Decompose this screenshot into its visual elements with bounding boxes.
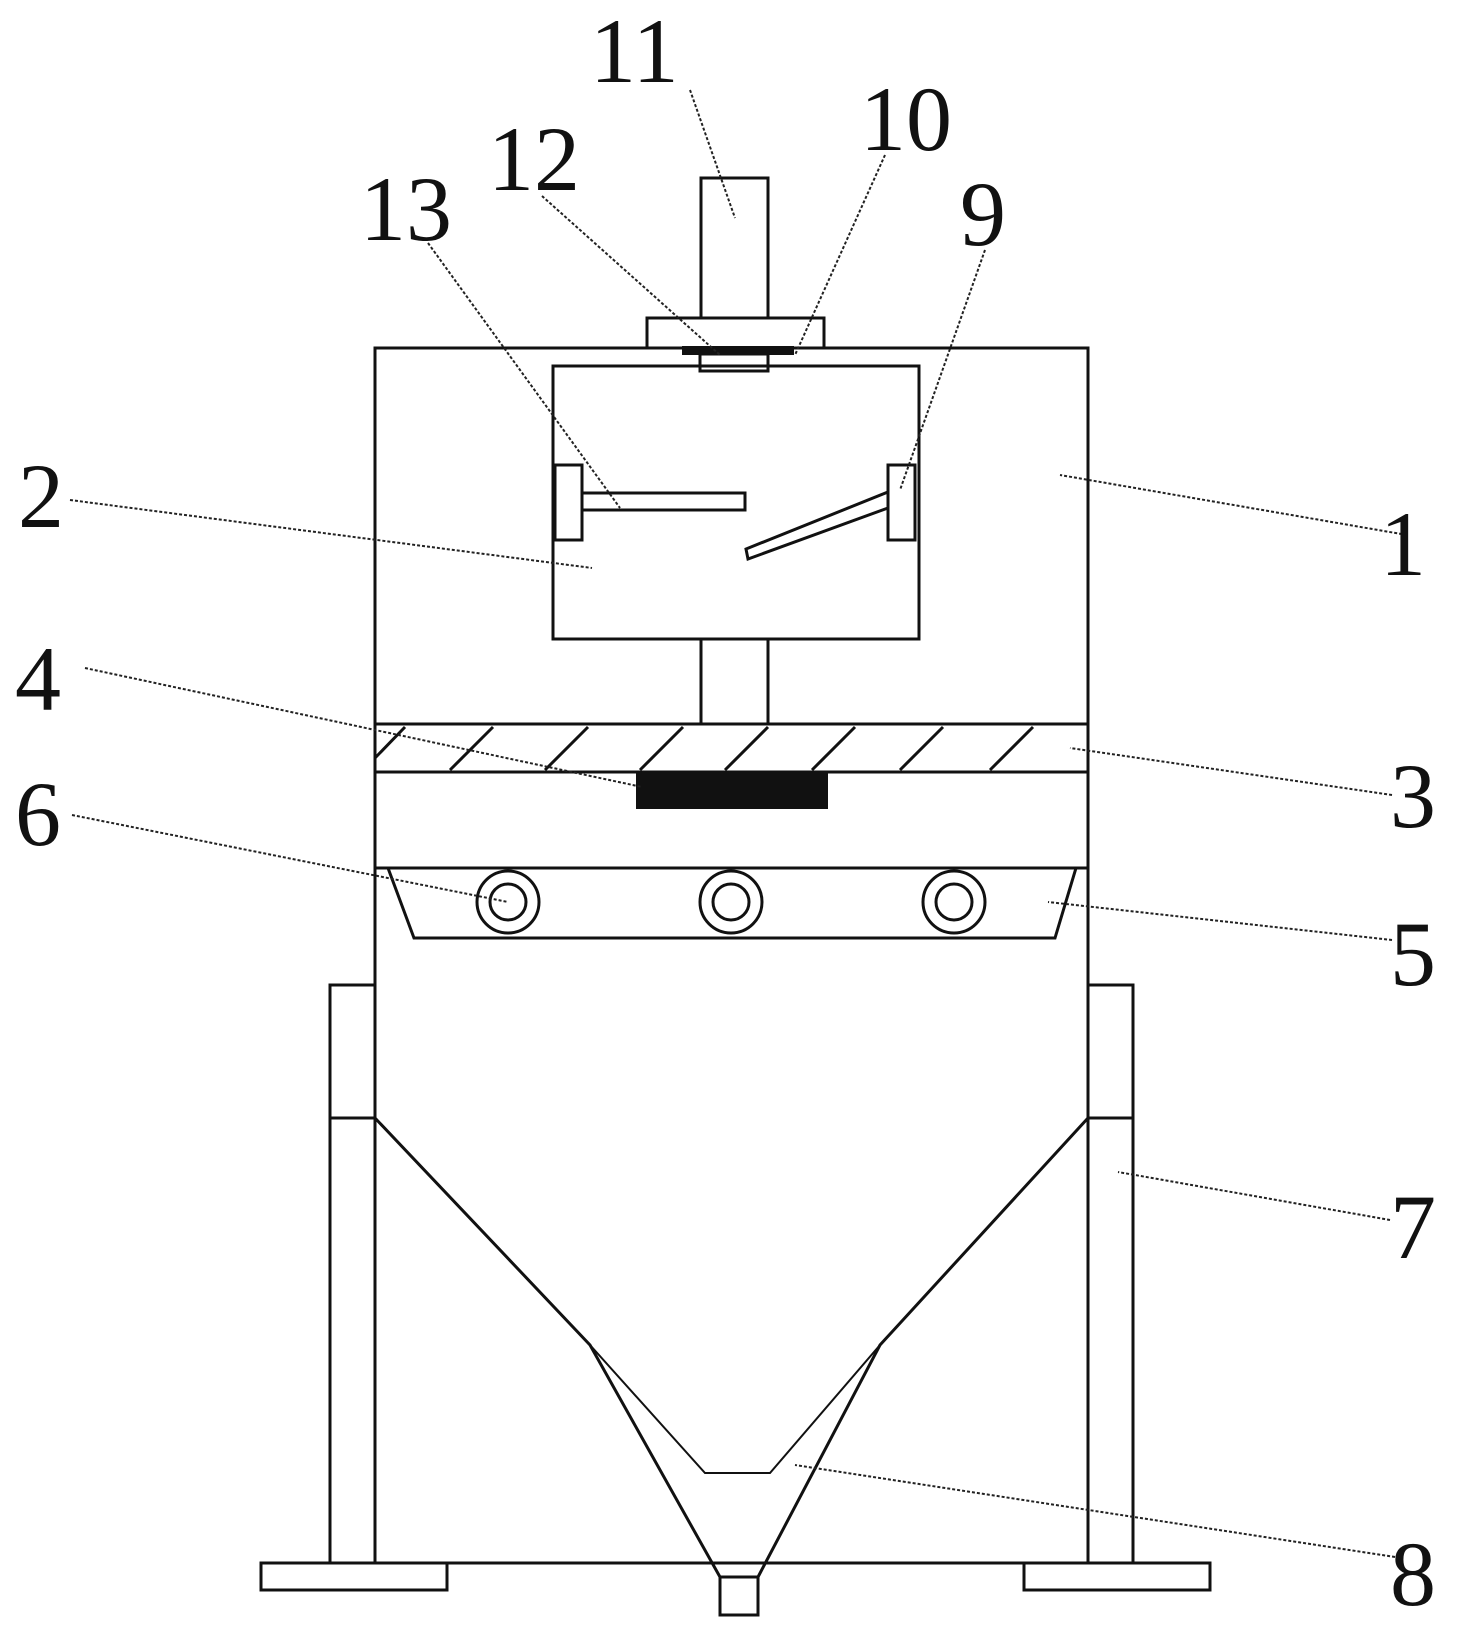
leader-lines: [69, 89, 1408, 1558]
right-foot: [1022, 1561, 1212, 1592]
discharge-spout: [718, 1575, 760, 1617]
callout-8: 8: [1390, 1523, 1436, 1625]
right-bracket: [886, 463, 917, 542]
hopper-outer-right: [756, 1116, 1090, 1578]
callout-1: 1: [1380, 493, 1426, 595]
right-leg: [1086, 983, 1135, 1565]
hopper-outer: [373, 1116, 722, 1578]
callout-4: 4: [15, 628, 61, 730]
solid-block: [636, 771, 828, 809]
callout-2: 2: [18, 445, 64, 547]
roller-middle: [698, 869, 764, 935]
callout-3: 3: [1390, 745, 1436, 847]
frame-body: [373, 346, 1090, 1565]
roller-left: [475, 869, 541, 935]
motor: [699, 176, 770, 320]
callout-7: 7: [1390, 1176, 1436, 1278]
callout-9: 9: [960, 163, 1006, 265]
bearing-collar: [698, 352, 770, 373]
roller-tray: [385, 866, 1079, 940]
callout-11: 11: [590, 0, 679, 102]
left-bracket: [553, 463, 584, 542]
angled-paddle: [744, 489, 890, 562]
callout-13: 13: [360, 158, 452, 260]
top-mount-plate: [645, 316, 826, 350]
callout-12: 12: [488, 108, 580, 210]
callout-6: 6: [15, 763, 61, 865]
stirring-rod: [580, 491, 747, 512]
lower-shaft: [699, 637, 770, 726]
callout-10: 10: [860, 68, 952, 170]
hopper-inner: [589, 1344, 881, 1474]
left-foot: [259, 1561, 449, 1592]
roller-right: [921, 869, 987, 935]
hatched-plate: [373, 725, 1035, 772]
callout-5: 5: [1390, 903, 1436, 1005]
left-leg: [328, 983, 377, 1565]
